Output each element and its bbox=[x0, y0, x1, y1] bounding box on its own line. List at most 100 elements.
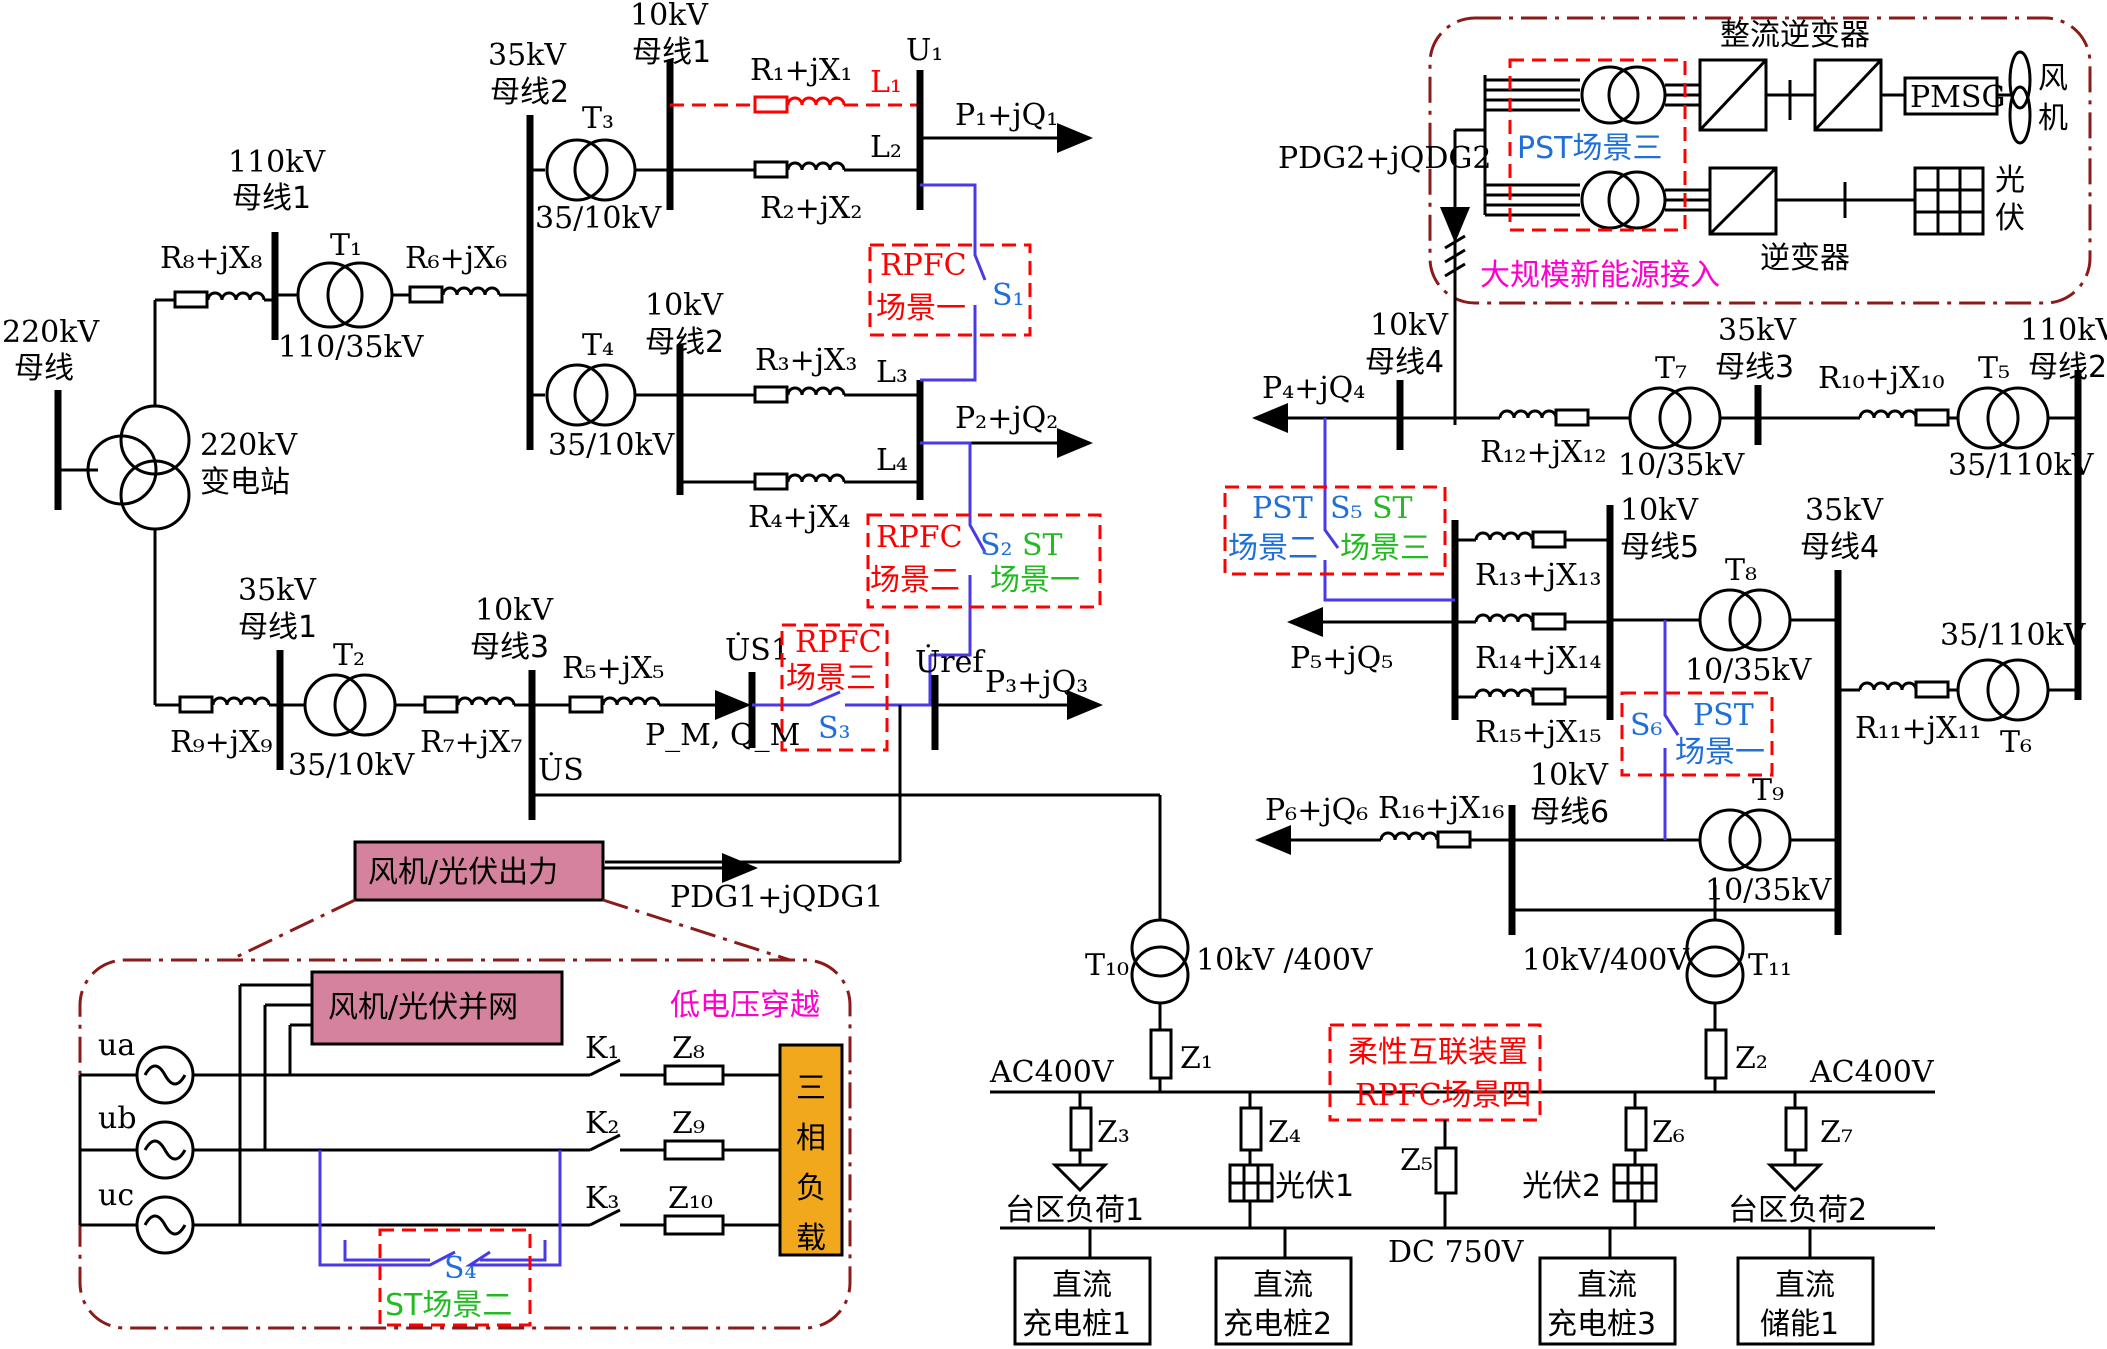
transformer-t5: T₅ 35/110kV bbox=[1948, 351, 2095, 483]
bus-35kv-3: 35kV 母线3 bbox=[1715, 313, 1797, 445]
bus-10kv-2: 10kV 母线2 bbox=[645, 288, 724, 495]
svg-text:R₁₂+jX₁₂: R₁₂+jX₁₂ bbox=[1480, 435, 1607, 470]
svg-text:K₃: K₃ bbox=[585, 1181, 619, 1216]
node-p5: P₅+jQ₅ bbox=[1287, 520, 1459, 720]
load-1: Z₃ 台区负荷1 bbox=[1005, 1092, 1144, 1228]
svg-text:Z₃: Z₃ bbox=[1097, 1115, 1130, 1150]
svg-text:三: 三 bbox=[796, 1071, 826, 1106]
svg-text:ua: ua bbox=[98, 1028, 135, 1063]
svg-text:R₁₀+jX₁₀: R₁₀+jX₁₀ bbox=[1818, 361, 1945, 396]
svg-text:台区负荷1: 台区负荷1 bbox=[1005, 1193, 1144, 1228]
svg-text:L₁: L₁ bbox=[870, 65, 902, 100]
line-l4: R₄+jX₄ L₄ bbox=[680, 443, 920, 535]
svg-text:柔性互联装置: 柔性互联装置 bbox=[1348, 1035, 1528, 1070]
svg-text:P₆+jQ₆: P₆+jQ₆ bbox=[1265, 793, 1368, 828]
svg-text:台区负荷2: 台区负荷2 bbox=[1728, 1193, 1867, 1228]
svg-text:10kV: 10kV bbox=[1620, 493, 1699, 528]
svg-text:变电站: 变电站 bbox=[200, 465, 290, 500]
svg-text:载: 载 bbox=[796, 1221, 826, 1256]
svg-text:10/35kV: 10/35kV bbox=[1685, 653, 1813, 688]
bus-10kv-3: 10kV 母线3 U̇S bbox=[470, 593, 584, 820]
svg-text:P_M, Q_M: P_M, Q_M bbox=[645, 718, 800, 753]
svg-text:RPFC场景四: RPFC场景四 bbox=[1355, 1078, 1532, 1113]
line-r12: R₁₂+jX₁₂ bbox=[1455, 408, 1630, 470]
svg-text:U̇S: U̇S bbox=[538, 753, 584, 788]
svg-text:ST: ST bbox=[1372, 491, 1413, 526]
svg-text:S₂: S₂ bbox=[980, 528, 1013, 563]
svg-text:P₂+jQ₂: P₂+jQ₂ bbox=[955, 401, 1058, 436]
svg-text:U̇S1: U̇S1 bbox=[725, 633, 790, 668]
svg-text:Z₂: Z₂ bbox=[1735, 1041, 1768, 1076]
transformer-t7: T₇ 10/35kV bbox=[1618, 351, 1758, 483]
svg-text:Z₁₀: Z₁₀ bbox=[668, 1181, 713, 1216]
svg-text:风: 风 bbox=[2038, 61, 2068, 96]
ac400-bus: AC400V AC400V bbox=[989, 1055, 1935, 1094]
svg-text:直流: 直流 bbox=[1775, 1268, 1835, 1303]
svg-text:母线1: 母线1 bbox=[232, 181, 311, 216]
svg-text:T₃: T₃ bbox=[582, 101, 614, 136]
flex-interconnect: 柔性互联装置 RPFC场景四 Z₅ bbox=[1328, 1023, 1542, 1228]
svg-text:P₄+jQ₄: P₄+jQ₄ bbox=[1262, 371, 1365, 406]
svg-text:PMSG: PMSG bbox=[1910, 80, 2005, 115]
svg-text:35kV: 35kV bbox=[488, 38, 567, 73]
branch-35kv-lower: R₉+jX₉ 35kV 母线1 T₂ 35/10kV R₇+jX₇ bbox=[155, 573, 532, 783]
svg-text:110/35kV: 110/35kV bbox=[278, 330, 425, 365]
svg-text:ub: ub bbox=[98, 1101, 137, 1136]
svg-text:R₁₁+jX₁₁: R₁₁+jX₁₁ bbox=[1855, 711, 1982, 746]
svg-text:S₆: S₆ bbox=[1630, 708, 1663, 743]
svg-text:场景一: 场景一 bbox=[876, 291, 966, 326]
dg-output: 风机/光伏出力 PDG1+jQDG1 bbox=[353, 705, 1162, 920]
svg-text:RPFC: RPFC bbox=[876, 520, 963, 555]
switch-s3: RPFC 场景三 S₃ bbox=[752, 623, 935, 752]
svg-text:直流: 直流 bbox=[1052, 1268, 1112, 1303]
svg-text:风机/光伏出力: 风机/光伏出力 bbox=[368, 855, 558, 890]
bus-110kv-2: 110kV 母线2 bbox=[2020, 313, 2107, 700]
svg-text:10kV: 10kV bbox=[645, 288, 724, 323]
svg-text:光伏2: 光伏2 bbox=[1522, 1169, 1601, 1204]
svg-text:220kV: 220kV bbox=[200, 428, 298, 463]
bus-220kv: 220kV 母线 bbox=[2, 315, 100, 510]
svg-text:10kV /400V: 10kV /400V bbox=[1196, 943, 1374, 978]
svg-text:相: 相 bbox=[796, 1121, 826, 1156]
svg-text:大规模新能源接入: 大规模新能源接入 bbox=[1480, 258, 1720, 293]
line-r13: R₁₃+jX₁₃ bbox=[1455, 530, 1610, 593]
line-l2: R₂+jX₂ L₂ bbox=[670, 130, 920, 226]
svg-text:直流: 直流 bbox=[1253, 1268, 1313, 1303]
svg-text:U₁: U₁ bbox=[906, 33, 943, 68]
svg-text:T₈: T₈ bbox=[1725, 553, 1757, 588]
svg-text:T₁: T₁ bbox=[330, 228, 362, 263]
line-l3: R₃+jX₃ L₃ bbox=[680, 343, 920, 404]
pv-1: Z₄ 光伏1 bbox=[1228, 1092, 1354, 1228]
svg-text:机: 机 bbox=[2038, 101, 2068, 136]
svg-text:Z₄: Z₄ bbox=[1268, 1115, 1301, 1150]
svg-text:T₇: T₇ bbox=[1655, 351, 1687, 386]
svg-text:场景二: 场景二 bbox=[1228, 531, 1318, 566]
svg-text:35/110kV: 35/110kV bbox=[1940, 618, 2087, 653]
svg-text:T₄: T₄ bbox=[582, 328, 614, 363]
svg-text:母线4: 母线4 bbox=[1800, 530, 1879, 565]
substation-220kv-transformer: 220kV 变电站 bbox=[58, 300, 298, 705]
svg-text:R₁₄+jX₁₄: R₁₄+jX₁₄ bbox=[1475, 641, 1602, 676]
svg-text:T₂: T₂ bbox=[333, 638, 365, 673]
svg-text:35kV: 35kV bbox=[1805, 493, 1884, 528]
svg-text:母线1: 母线1 bbox=[238, 610, 317, 645]
switch-s1: RPFC 场景一 S₁ bbox=[868, 183, 1032, 382]
svg-text:母线6: 母线6 bbox=[1530, 795, 1609, 830]
node-uref: U̇ref P₃+jQ₃ bbox=[915, 645, 1103, 750]
svg-text:35kV: 35kV bbox=[1718, 313, 1797, 348]
svg-text:场景三: 场景三 bbox=[1340, 531, 1430, 566]
svg-text:Z₈: Z₈ bbox=[672, 1031, 705, 1066]
svg-text:充电桩3: 充电桩3 bbox=[1547, 1307, 1656, 1342]
transformer-t11: T₁₁ 10kV/400V Z₂ bbox=[1522, 885, 1792, 1092]
svg-text:R₁₅+jX₁₅: R₁₅+jX₁₅ bbox=[1475, 715, 1602, 750]
svg-text:R₅+jX₅: R₅+jX₅ bbox=[562, 651, 664, 686]
svg-text:Z₅: Z₅ bbox=[1400, 1143, 1433, 1178]
line-r5: R₅+jX₅ P_M, Q_M bbox=[532, 651, 800, 753]
svg-text:R₁₃+jX₁₃: R₁₃+jX₁₃ bbox=[1475, 558, 1602, 593]
svg-text:RPFC: RPFC bbox=[795, 625, 882, 660]
transformer-t4: T₄ 35/10kV bbox=[530, 328, 680, 463]
node-us1: U̇S1 bbox=[725, 633, 790, 748]
bus-10kv-5: 10kV 母线5 bbox=[1606, 493, 1699, 720]
svg-text:K₂: K₂ bbox=[585, 1106, 619, 1141]
